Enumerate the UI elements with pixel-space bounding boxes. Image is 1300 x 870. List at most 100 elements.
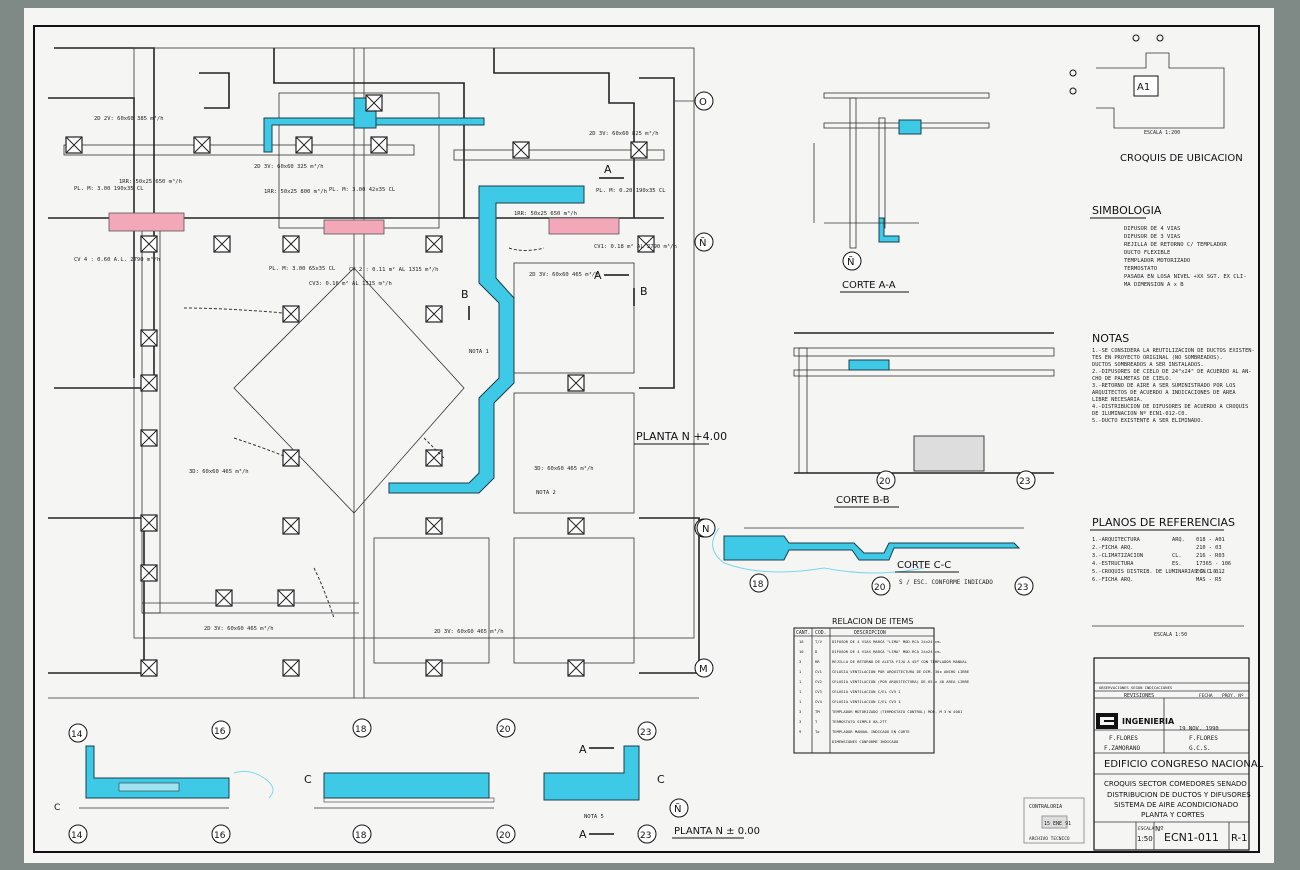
svg-text:PLANOS DE REFERENCIAS: PLANOS DE REFERENCIAS <box>1092 516 1235 529</box>
section-marker-a-upper: A <box>604 163 612 176</box>
svg-text:CONTRALORIA: CONTRALORIA <box>1029 804 1062 810</box>
svg-text:23: 23 <box>1019 477 1030 487</box>
svg-text:NOTA 1: NOTA 1 <box>469 349 489 355</box>
svg-text:18: 18 <box>752 580 764 590</box>
svg-text:OBSERVACIONES SEGUN INDICACION: OBSERVACIONES SEGUN INDICACIONES <box>1099 685 1173 690</box>
diffuser-icon <box>425 235 443 253</box>
svg-text:ESCALA: ESCALA <box>1138 826 1155 832</box>
svg-text:DESCRIPCION: DESCRIPCION <box>854 630 886 636</box>
section-a-a-title: CORTE A-A <box>842 280 896 291</box>
reference-cell: 018 - A01 <box>1196 537 1225 543</box>
svg-text:20: 20 <box>879 477 891 487</box>
svg-text:NOTAS: NOTAS <box>1092 332 1129 345</box>
diffuser-icon <box>213 235 231 253</box>
diffuser-icon <box>425 449 443 467</box>
items-table-cell: To <box>815 729 820 734</box>
plan-lower-label: PLANTA N ± 0.00 <box>674 826 760 837</box>
items-table: RELACION DE ITEMS CANT. COD. DESCRIPCION… <box>793 617 970 754</box>
svg-text:2.-DIFUSORES DE CIELO DE 24"x2: 2.-DIFUSORES DE CIELO DE 24"x24" DE ACUE… <box>1092 369 1251 375</box>
lower-col-label: C <box>54 803 60 813</box>
diffuser-icon <box>140 235 158 253</box>
svg-text:CV1: 0.18 m² AL 2790 m³/h: CV1: 0.18 m² AL 2790 m³/h <box>594 243 677 250</box>
svg-text:CHO DE PALMETAS DE CIELO.: CHO DE PALMETAS DE CIELO. <box>1092 376 1172 382</box>
diffuser-icon <box>140 659 158 677</box>
plan-upper-label: PLANTA N +4.00 <box>636 430 727 443</box>
svg-text:CANT.: CANT. <box>796 630 810 636</box>
svg-text:2D 3V: 60x60 465 m³/h: 2D 3V: 60x60 465 m³/h <box>434 628 504 635</box>
items-table-cell: CELOSIA VENTILACION (POR ARQUITECTURA) D… <box>832 679 970 684</box>
items-table-cell: 16 <box>799 639 804 644</box>
svg-text:PLANTA Y CORTES: PLANTA Y CORTES <box>1141 811 1205 819</box>
svg-text:PROY. Nº: PROY. Nº <box>1222 693 1244 699</box>
diffuser-icon <box>425 305 443 323</box>
diffuser-icon <box>512 141 530 159</box>
section-c-c-scale: S / ESC. CONFORME INDICADO <box>899 579 993 586</box>
company-name: INGENIERIA <box>1122 717 1175 726</box>
svg-text:MA DIMENSION A x B: MA DIMENSION A x B <box>1124 282 1184 288</box>
svg-text:3.-RETORNO DE AIRE A SER SUMIN: 3.-RETORNO DE AIRE A SER SUMINISTRADO PO… <box>1092 383 1236 389</box>
building-name: EDIFICIO CONGRESO NACIONAL <box>1104 759 1264 770</box>
svg-text:TEMPLADOR MOTORIZADO: TEMPLADOR MOTORIZADO <box>1124 258 1190 264</box>
svg-text:F.FLORES: F.FLORES <box>1189 735 1218 742</box>
drawing-sheet: A A B B O Ñ N M 14 16 18 20 23 PLANTA N … <box>24 8 1274 863</box>
reference-cell: MAS - R5 <box>1196 577 1222 583</box>
items-table-cell: TM <box>815 709 820 714</box>
svg-text:DUCTOS SOMBREADOS A SER INSTAL: DUCTOS SOMBREADOS A SER INSTALADOS. <box>1092 362 1204 368</box>
items-table-cell: RR <box>815 659 820 664</box>
drawing-number: ECN1-011 <box>1164 831 1219 844</box>
svg-text:ARCHIVO TECNICO: ARCHIVO TECNICO <box>1029 836 1070 842</box>
diffuser-icon <box>140 374 158 392</box>
diffuser-icon <box>295 136 313 154</box>
items-table-cell: 1 <box>799 679 802 684</box>
reference-cell: 3.-CLIMATIZACION <box>1092 553 1143 559</box>
svg-text:PASADA EN LOSA NIVEL +XX SGT.: PASADA EN LOSA NIVEL +XX SGT. EX CLI- <box>1124 274 1247 280</box>
section-b-b: 20 23 CORTE B-B <box>793 332 1055 508</box>
symbology: SIMBOLOGIA DIFUSOR DE 4 VIAS DIFUSOR DE … <box>1090 204 1247 288</box>
items-table-cell: CELOSIA VENTILACION C/EL CV3 1 <box>832 689 901 694</box>
section-c-c-title: CORTE C-C <box>897 560 951 571</box>
reference-cell: 6.-FICHA ARQ. <box>1092 577 1133 583</box>
diffuser-icon <box>282 449 300 467</box>
diffuser-icon <box>140 564 158 582</box>
items-table-cell: D <box>815 649 818 654</box>
svg-text:14: 14 <box>71 831 83 841</box>
diffuser-icon <box>282 305 300 323</box>
svg-text:ARQUITECTOS DE ACUERDO A INDIC: ARQUITECTOS DE ACUERDO A INDICACIONES DE… <box>1092 390 1236 396</box>
items-table-cell: CELOSIA VENTILACION C/EL CV3 1 <box>832 699 901 704</box>
svg-text:Ñ: Ñ <box>674 802 681 815</box>
items-table-cell: REJILLA DE RETORNO DE ALETA FIJA A 45º C… <box>832 659 968 664</box>
section-a-a: Ñ CORTE A-A <box>813 92 990 293</box>
grid-row-enye: Ñ <box>694 232 714 252</box>
svg-text:O: O <box>699 97 707 108</box>
diffuser-icon <box>277 589 295 607</box>
svg-text:F.ZAMORANO: F.ZAMORANO <box>1104 745 1141 752</box>
svg-text:PL. M: 3.00 42x35 CL: PL. M: 3.00 42x35 CL <box>329 187 396 193</box>
items-table-cell: CV3 <box>815 689 822 694</box>
section-marker-a-lower-2: A <box>579 828 587 841</box>
svg-text:19 NOV. 1990: 19 NOV. 1990 <box>1179 726 1219 732</box>
svg-text:23: 23 <box>640 831 651 841</box>
reference-cell: 1.-ARQUITECTURA <box>1092 537 1141 543</box>
reference-cell: 210 - 03 <box>1196 545 1222 551</box>
svg-text:LIBRE NECESARIA.: LIBRE NECESARIA. <box>1092 397 1143 403</box>
diffuser-icon <box>282 517 300 535</box>
diffuser-icon <box>282 659 300 677</box>
svg-text:23: 23 <box>1017 583 1028 593</box>
grid-columns-upper: 14 16 18 20 23 <box>68 718 657 743</box>
items-table-cell: CV4 <box>815 699 823 704</box>
diffuser-icon <box>140 514 158 532</box>
approval-stamp: CONTRALORIA 15 ENE 91 ARCHIVO TECNICO <box>1023 797 1085 844</box>
items-table-cell: 1 <box>799 689 802 694</box>
svg-text:16: 16 <box>214 727 226 737</box>
items-table-cell: 10 <box>799 649 804 654</box>
sheet-border <box>33 25 1260 853</box>
diffuser-icon <box>370 136 388 154</box>
reference-cell: 17365 - 106 <box>1196 561 1231 567</box>
svg-text:1RR: 50x25 800 m³/h: 1RR: 50x25 800 m³/h <box>264 188 327 195</box>
svg-text:2D 3V: 60x60 825 m³/h: 2D 3V: 60x60 825 m³/h <box>589 130 659 137</box>
svg-text:4.-DISTRIBUCION DE DIFUSORES D: 4.-DISTRIBUCION DE DIFUSORES DE ACUERDO … <box>1092 404 1248 410</box>
items-table-cell: 1 <box>799 699 802 704</box>
location-tag: A1 <box>1137 82 1150 93</box>
diffuser-icon <box>282 235 300 253</box>
svg-text:18: 18 <box>355 831 367 841</box>
